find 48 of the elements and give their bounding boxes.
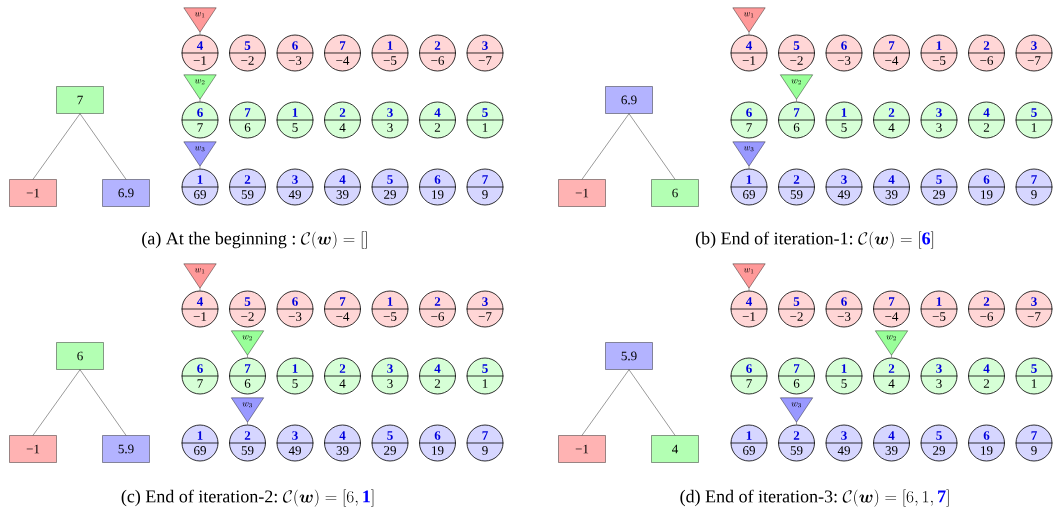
pointer-triangle: $w_1$ [732, 7, 766, 33]
connector [247, 355, 248, 358]
connector [199, 288, 201, 291]
connector [79, 369, 127, 436]
connector [748, 288, 750, 291]
connector [32, 113, 81, 180]
value-box: −1 [558, 179, 606, 207]
value-box: 6.9 [605, 86, 653, 114]
connector [748, 166, 750, 169]
connector [247, 422, 248, 425]
connector [199, 166, 201, 169]
connector [796, 99, 797, 102]
caption: (d) End of iteration-3: $\mathcal{C}(\boldsymbol{w}) = [6, 1, {\color{blue}\mathbf{7}}]$ [680, 489, 949, 507]
caption: (a) At the beginning : $\mathcal{C}(\boldsymbol{w}) = []$ [142, 231, 367, 249]
connector [199, 99, 201, 102]
connector [628, 113, 676, 180]
connector [32, 369, 81, 436]
connector [748, 32, 750, 35]
connector [199, 32, 201, 35]
pointer-triangle: $w_2$ [780, 74, 813, 100]
value-box: −1 [558, 435, 606, 463]
value-box: 6 [56, 342, 104, 370]
connector [628, 369, 676, 436]
connector [891, 355, 892, 358]
pointer-triangle: $w_2$ [183, 74, 217, 100]
value-box: 5.9 [102, 435, 150, 463]
pointer-triangle: $w_3$ [780, 397, 813, 423]
value-box: 5.9 [605, 342, 653, 370]
pointer-triangle: $w_1$ [732, 263, 766, 289]
value-box: −1 [9, 179, 57, 207]
pointer-triangle: $w_1$ [183, 263, 217, 289]
connector [796, 422, 797, 425]
value-box: −1 [9, 435, 57, 463]
value-box: 7 [56, 86, 104, 114]
caption: (b) End of iteration-1: $\mathcal{C}(\boldsymbol{w}) = [{\color{blue}\mathbf{6}}]$ [695, 231, 934, 249]
pointer-triangle: $w_3$ [732, 141, 766, 167]
pointer-triangle: $w_2$ [231, 330, 264, 356]
connector [79, 113, 127, 180]
value-box: 4 [651, 435, 699, 463]
pointer-triangle: $w_1$ [183, 7, 217, 33]
pointer-triangle: $w_3$ [183, 141, 217, 167]
value-box: 6 [651, 179, 699, 207]
value-box: 6.9 [102, 179, 150, 207]
pointer-triangle: $w_3$ [231, 397, 264, 423]
connector [581, 113, 630, 180]
connector [581, 369, 630, 436]
pointer-triangle: $w_2$ [875, 330, 908, 356]
caption: (c) End of iteration-2: $\mathcal{C}(\boldsymbol{w}) = [6, {\color{blue}\mathbf{1}}]$ [121, 489, 374, 507]
